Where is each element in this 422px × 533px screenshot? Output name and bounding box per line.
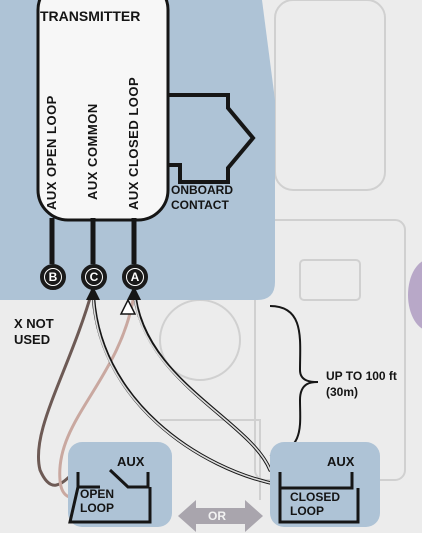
terminal-c-letter: C [85,268,103,286]
not-used-line-1: X NOT [14,316,54,331]
aux-closed-loop-label: AUX CLOSED LOOP [126,76,141,210]
open-loop-wire-end [68,486,152,524]
aux-open-loop-label: AUX OPEN LOOP [44,95,59,210]
distance-metric: (30m) [326,385,359,399]
not-used-note: X NOT USED [14,316,54,348]
not-used-line-2: USED [14,332,51,347]
terminal-c: C [81,264,107,290]
aux-open-name: OPEN LOOP [80,487,114,515]
aux-common-label: AUX COMMON [85,103,100,200]
open-word: OPEN [80,487,115,501]
terminal-stems [49,218,137,264]
or-double-arrow [178,500,263,532]
aux-open-title: AUX [117,454,145,469]
terminal-b-letter: B [44,268,62,286]
closed-loop-contact [278,472,360,524]
terminal-a-letter: A [126,268,144,286]
aux-closed-title: AUX [327,454,355,469]
or-label: OR [208,509,226,523]
purple-blob [408,261,422,329]
onboard-label: ONBOARD [171,183,233,197]
contact-label: CONTACT [171,198,229,212]
distance-bracket [269,305,319,457]
loop-word: LOOP [80,501,115,515]
distance-label: UP TO 100 ft (30m) [326,368,397,400]
loop-word-right: LOOP [290,504,325,518]
aux-closed-name: CLOSED LOOP [290,490,340,518]
aux-open-loop-box [68,442,172,527]
transmitter-title: TRANSMITTER [40,8,141,24]
aux-closed-loop-box [270,442,380,527]
transmitter-body [36,0,170,222]
onboard-contact-label: ONBOARD CONTACT [171,183,233,213]
distance-value: UP TO 100 ft [326,369,397,383]
terminal-b: B [40,264,66,290]
terminal-a: A [122,264,148,290]
wire-highlights [92,291,281,486]
closed-word: CLOSED [290,490,341,504]
onboard-contact-symbol [168,93,256,184]
wire-arrowheads [86,286,141,315]
